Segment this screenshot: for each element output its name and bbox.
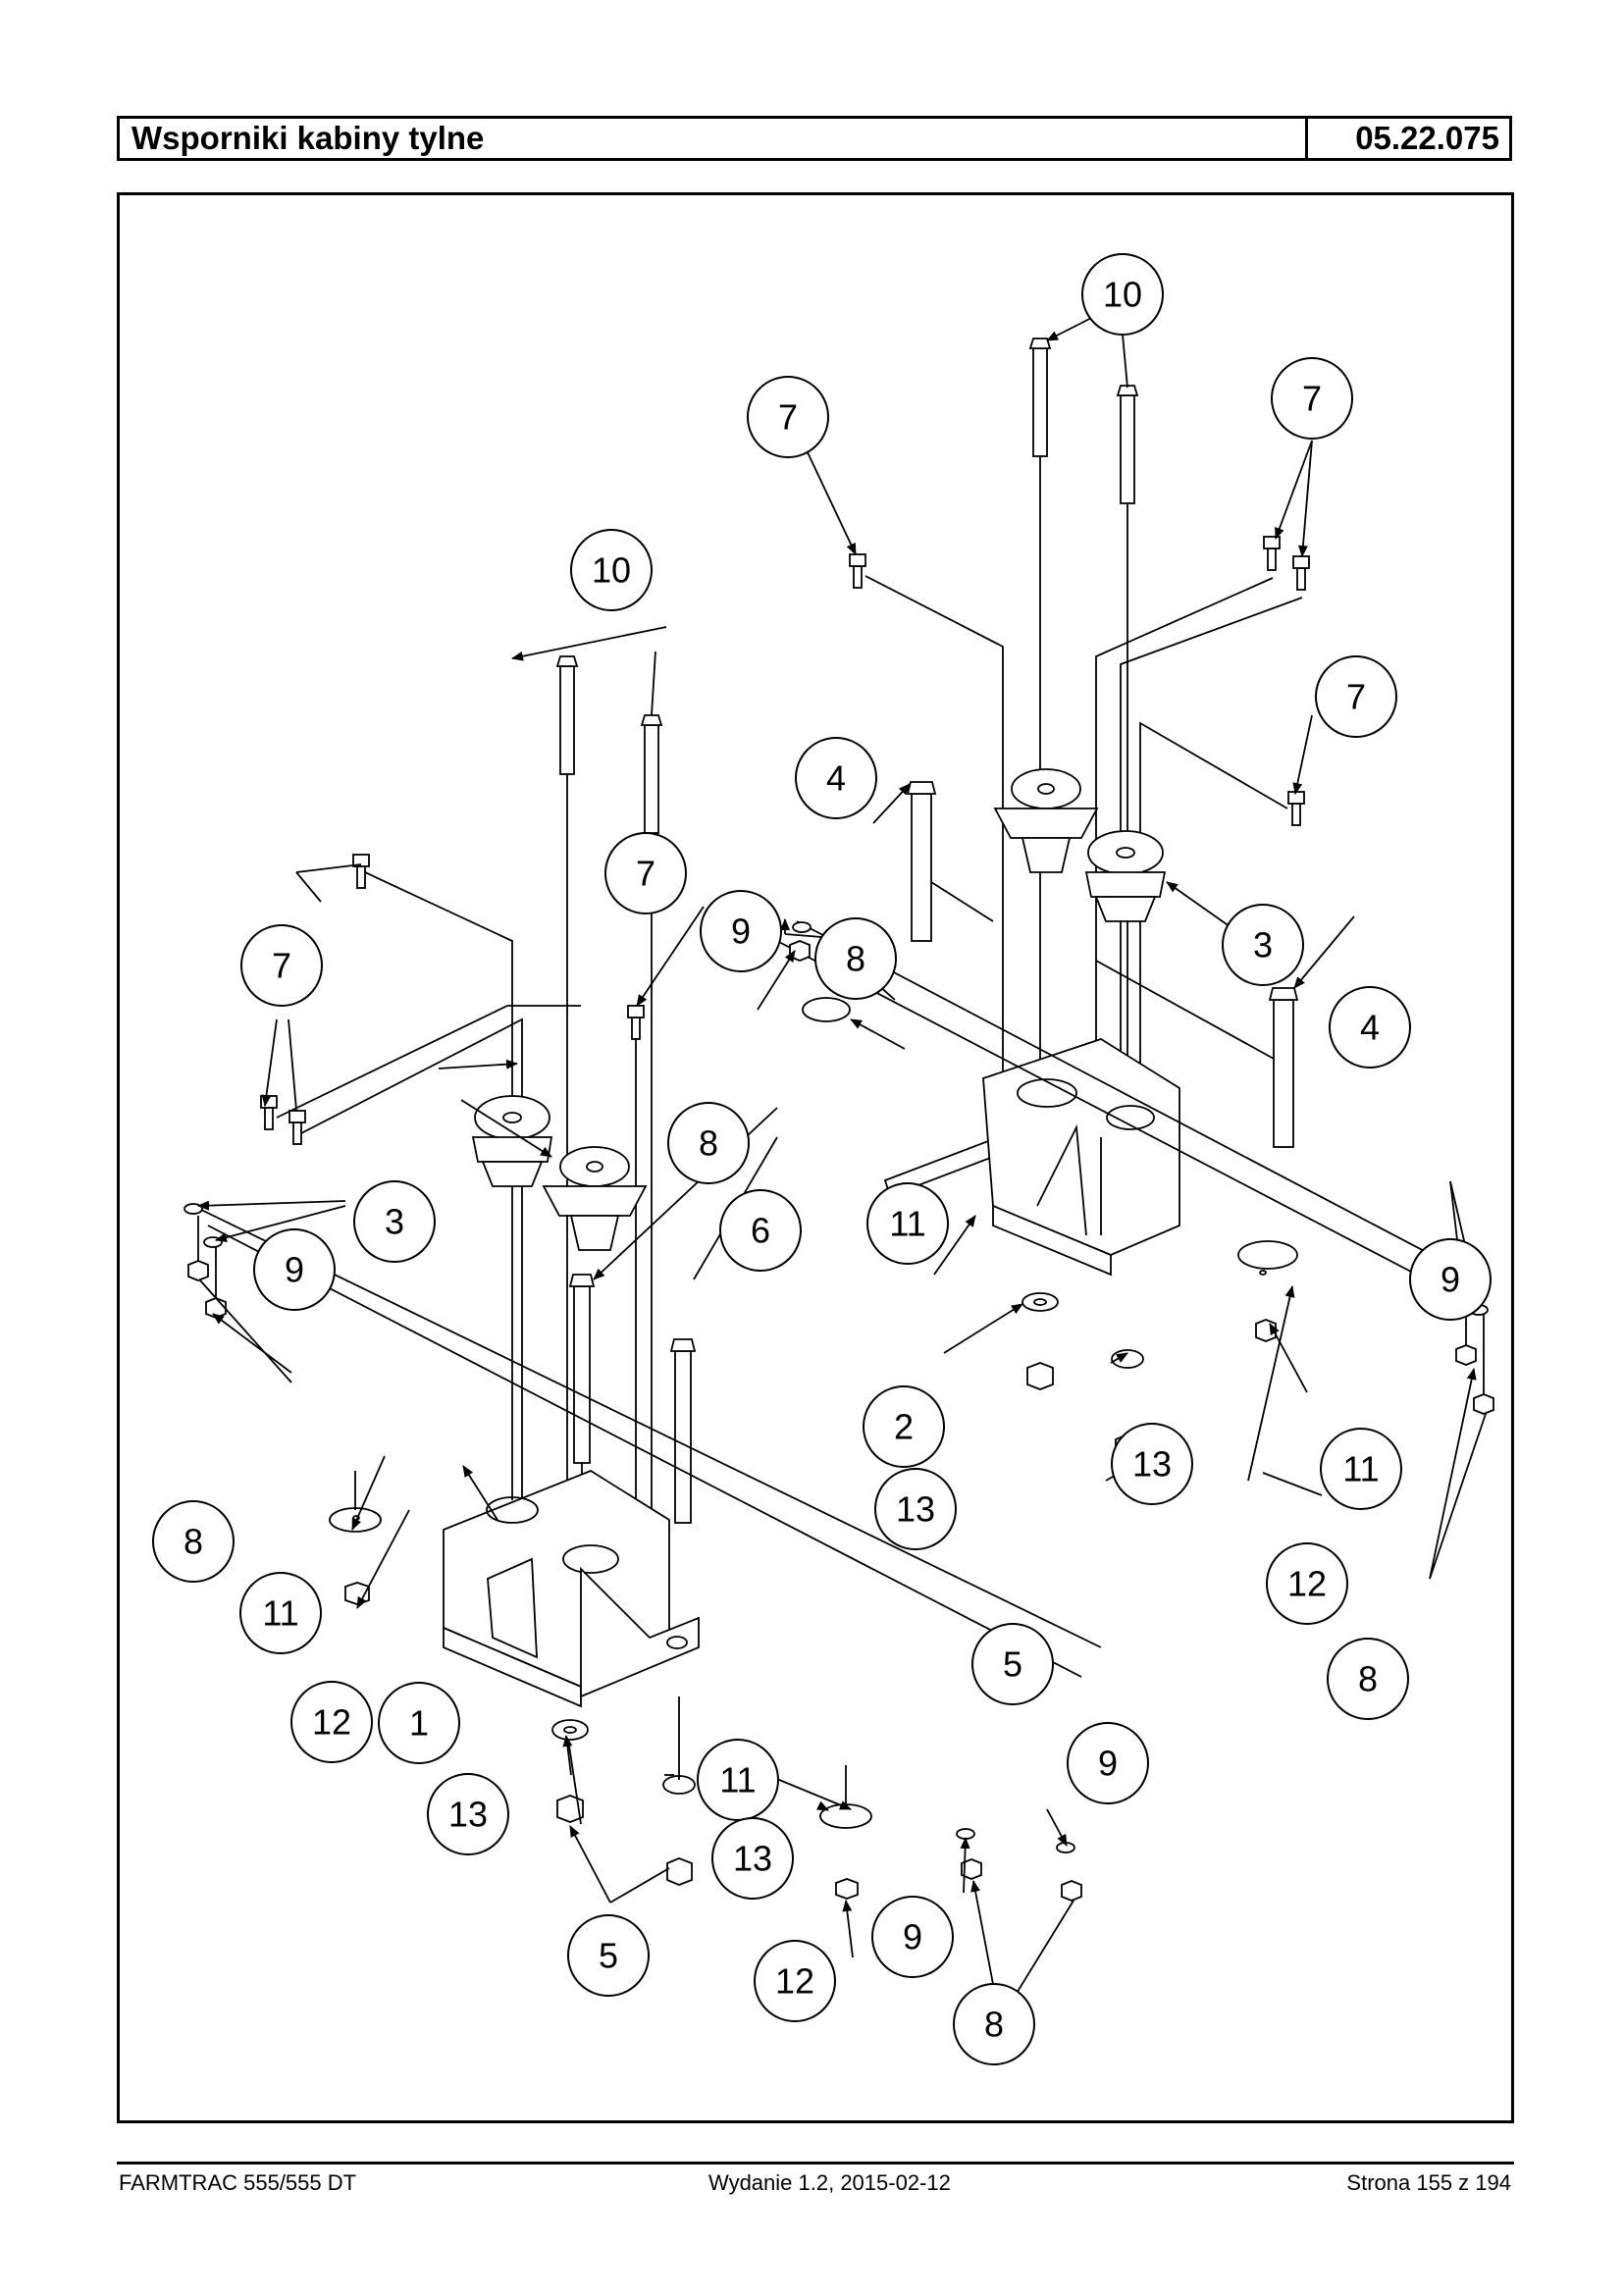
callout-8: 8: [152, 1500, 235, 1583]
svg-text:12: 12: [1287, 1564, 1327, 1604]
svg-text:7: 7: [1302, 379, 1322, 419]
callout-13: 13: [874, 1468, 957, 1550]
svg-text:9: 9: [1098, 1744, 1118, 1784]
callout-8: 8: [667, 1102, 750, 1184]
callout-10: 10: [570, 529, 653, 611]
callout-9: 9: [1067, 1722, 1149, 1804]
callout-12: 12: [754, 1940, 836, 2022]
callout-8: 8: [1327, 1638, 1409, 1720]
svg-text:10: 10: [592, 550, 631, 591]
svg-text:8: 8: [846, 939, 865, 979]
callout-7: 7: [240, 924, 323, 1007]
callout-1: 1: [378, 1682, 460, 1764]
svg-text:9: 9: [731, 912, 751, 952]
exploded-diagram: 10 7 7 10 7 4 7 9 8 3 7 4 8 11 3 6 9 9 2…: [117, 192, 1514, 2123]
callout-11: 11: [1320, 1428, 1402, 1510]
callout-9: 9: [871, 1896, 954, 1978]
callout-3: 3: [353, 1180, 436, 1263]
callout-3: 3: [1222, 904, 1304, 986]
svg-text:3: 3: [385, 1202, 404, 1242]
callout-4: 4: [1329, 986, 1411, 1069]
svg-text:8: 8: [984, 2005, 1004, 2045]
svg-text:11: 11: [719, 1760, 756, 1800]
svg-text:7: 7: [272, 946, 291, 986]
footer-edition: Wydanie 1.2, 2015-02-12: [708, 2170, 951, 2195]
callout-5: 5: [567, 1914, 650, 1997]
callout-bubbles: 10 7 7 10 7 4 7 9 8 3 7 4 8 11 3 6 9 9 2…: [152, 253, 1492, 2065]
callout-4: 4: [795, 737, 877, 819]
callout-13: 13: [711, 1817, 794, 1900]
parts-drawing: 10 7 7 10 7 4 7 9 8 3 7 4 8 11 3 6 9 9 2…: [152, 253, 1494, 2065]
svg-text:13: 13: [448, 1795, 488, 1835]
callout-7: 7: [604, 832, 687, 914]
callout-7: 7: [1271, 357, 1353, 440]
callout-12: 12: [1266, 1542, 1348, 1625]
svg-text:1: 1: [409, 1703, 429, 1744]
svg-text:4: 4: [1360, 1008, 1380, 1048]
svg-text:12: 12: [312, 1702, 351, 1743]
svg-text:5: 5: [599, 1936, 618, 1976]
svg-text:2: 2: [894, 1407, 914, 1447]
leader-lines: [197, 312, 1487, 2021]
title-bar: Wsporniki kabiny tylne 05.22.075: [117, 116, 1512, 161]
callout-9: 9: [1409, 1238, 1492, 1321]
callout-13: 13: [1111, 1423, 1193, 1505]
svg-text:11: 11: [1342, 1449, 1379, 1489]
svg-text:7: 7: [778, 397, 798, 438]
callout-8: 8: [953, 1983, 1035, 2065]
svg-text:8: 8: [183, 1522, 203, 1562]
page-title: Wsporniki kabiny tylne: [131, 120, 485, 156]
svg-text:12: 12: [775, 1961, 814, 2002]
svg-text:13: 13: [896, 1489, 935, 1530]
svg-text:11: 11: [889, 1204, 925, 1244]
footer-model: FARMTRAC 555/555 DT: [119, 2170, 357, 2195]
svg-text:13: 13: [1132, 1444, 1172, 1485]
svg-text:8: 8: [1358, 1659, 1378, 1699]
callout-11: 11: [697, 1739, 779, 1821]
svg-text:7: 7: [636, 854, 655, 894]
callout-2: 2: [863, 1385, 945, 1468]
footer-page: Strona 155 z 194: [1346, 2170, 1511, 2195]
callout-12: 12: [290, 1681, 373, 1763]
svg-text:13: 13: [733, 1839, 772, 1879]
svg-text:10: 10: [1103, 275, 1142, 315]
callout-5: 5: [971, 1623, 1054, 1705]
callout-7: 7: [1315, 655, 1397, 738]
footer-divider: [117, 2162, 1514, 2165]
callout-8: 8: [814, 917, 897, 1000]
callout-9: 9: [700, 890, 782, 972]
svg-text:9: 9: [285, 1250, 304, 1290]
component-lines: [183, 338, 1494, 1902]
svg-text:5: 5: [1003, 1644, 1022, 1685]
section-code: 05.22.075: [1305, 119, 1509, 158]
callout-9: 9: [253, 1228, 336, 1311]
callout-10: 10: [1081, 253, 1164, 336]
svg-text:6: 6: [751, 1211, 770, 1251]
svg-text:8: 8: [699, 1123, 718, 1164]
callout-6: 6: [719, 1189, 802, 1272]
svg-text:9: 9: [903, 1917, 922, 1957]
callout-11: 11: [239, 1572, 322, 1654]
svg-text:3: 3: [1253, 925, 1273, 965]
svg-text:11: 11: [262, 1593, 298, 1634]
svg-text:7: 7: [1346, 677, 1366, 717]
svg-text:4: 4: [826, 758, 846, 799]
svg-text:9: 9: [1441, 1260, 1460, 1300]
callout-11: 11: [866, 1182, 949, 1265]
callout-13: 13: [427, 1773, 509, 1855]
callout-7: 7: [747, 376, 829, 458]
